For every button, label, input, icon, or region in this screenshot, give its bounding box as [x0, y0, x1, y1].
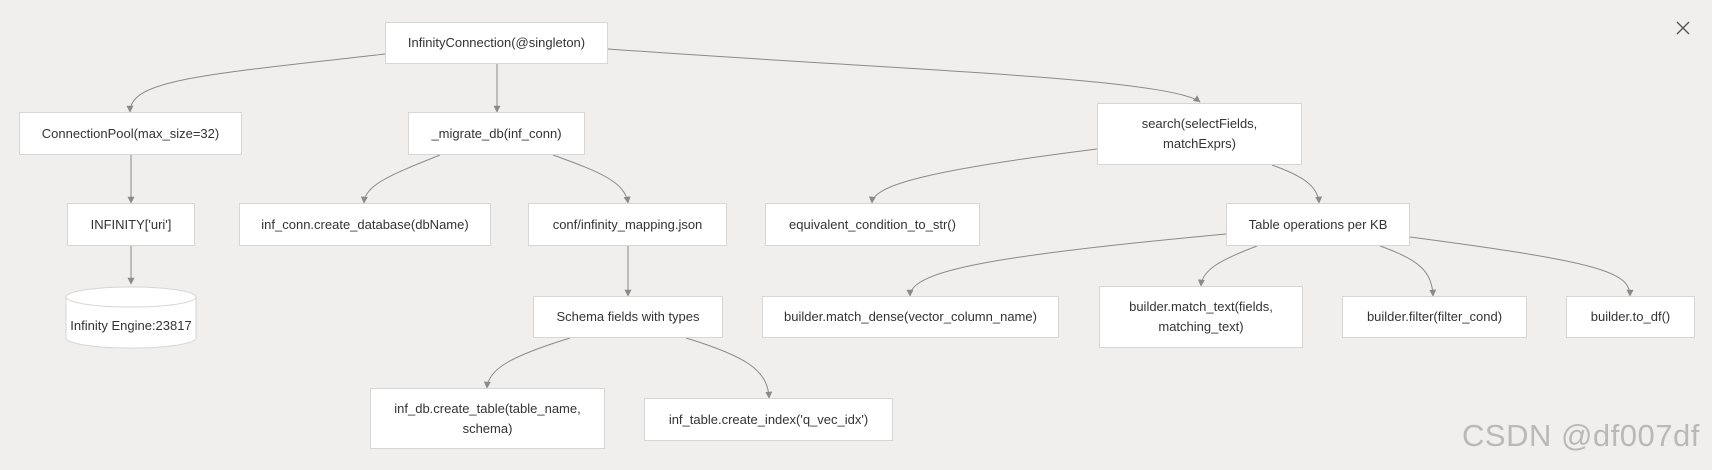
node-to-df[interactable]: builder.to_df()	[1566, 296, 1695, 338]
edge-schema-to-create-table	[483, 337, 571, 389]
edge-table-ops-to-match-dense	[906, 233, 1227, 297]
node-search[interactable]: search(selectFields, matchExprs)	[1097, 103, 1302, 165]
edge-table-ops-to-filter	[1379, 245, 1437, 297]
close-icon	[1676, 21, 1690, 35]
edge-table-ops-to-to-df	[1409, 236, 1634, 297]
node-match-text[interactable]: builder.match_text(fields, matching_text…	[1099, 286, 1303, 348]
node-infinity-mapping[interactable]: conf/infinity_mapping.json	[528, 203, 727, 246]
edge-search-to-table-ops	[1271, 164, 1323, 204]
node-migrate-db[interactable]: _migrate_db(inf_conn)	[408, 112, 585, 155]
edge-root-to-search	[607, 48, 1201, 103]
edge-migrate-to-mapping	[552, 154, 631, 204]
node-connection-pool[interactable]: ConnectionPool(max_size=32)	[19, 112, 242, 155]
node-table-operations[interactable]: Table operations per KB	[1226, 203, 1410, 246]
edge-search-to-equiv	[868, 148, 1098, 204]
node-match-dense[interactable]: builder.match_dense(vector_column_name)	[762, 296, 1059, 338]
watermark: CSDN @df007df	[1462, 418, 1700, 453]
node-create-index[interactable]: inf_table.create_index('q_vec_idx')	[644, 398, 893, 441]
close-button[interactable]	[1672, 17, 1694, 39]
node-schema-fields[interactable]: Schema fields with types	[533, 296, 723, 338]
node-filter[interactable]: builder.filter(filter_cond)	[1342, 296, 1527, 338]
edge-table-ops-to-match-text	[1197, 245, 1258, 287]
node-create-table[interactable]: inf_db.create_table(table_name, schema)	[370, 388, 605, 449]
engine-cylinder	[65, 286, 197, 349]
edge-root-to-pool	[126, 53, 386, 113]
edge-migrate-to-create-db	[360, 154, 441, 204]
node-infinity-engine[interactable]: Infinity Engine:23817	[70, 317, 192, 333]
edge-schema-to-create-index	[685, 337, 773, 399]
node-create-database[interactable]: inf_conn.create_database(dbName)	[239, 203, 491, 246]
node-infinity-connection[interactable]: InfinityConnection(@singleton)	[385, 22, 608, 64]
node-equivalent-condition[interactable]: equivalent_condition_to_str()	[765, 203, 980, 246]
node-infinity-uri[interactable]: INFINITY['uri']	[67, 203, 195, 246]
